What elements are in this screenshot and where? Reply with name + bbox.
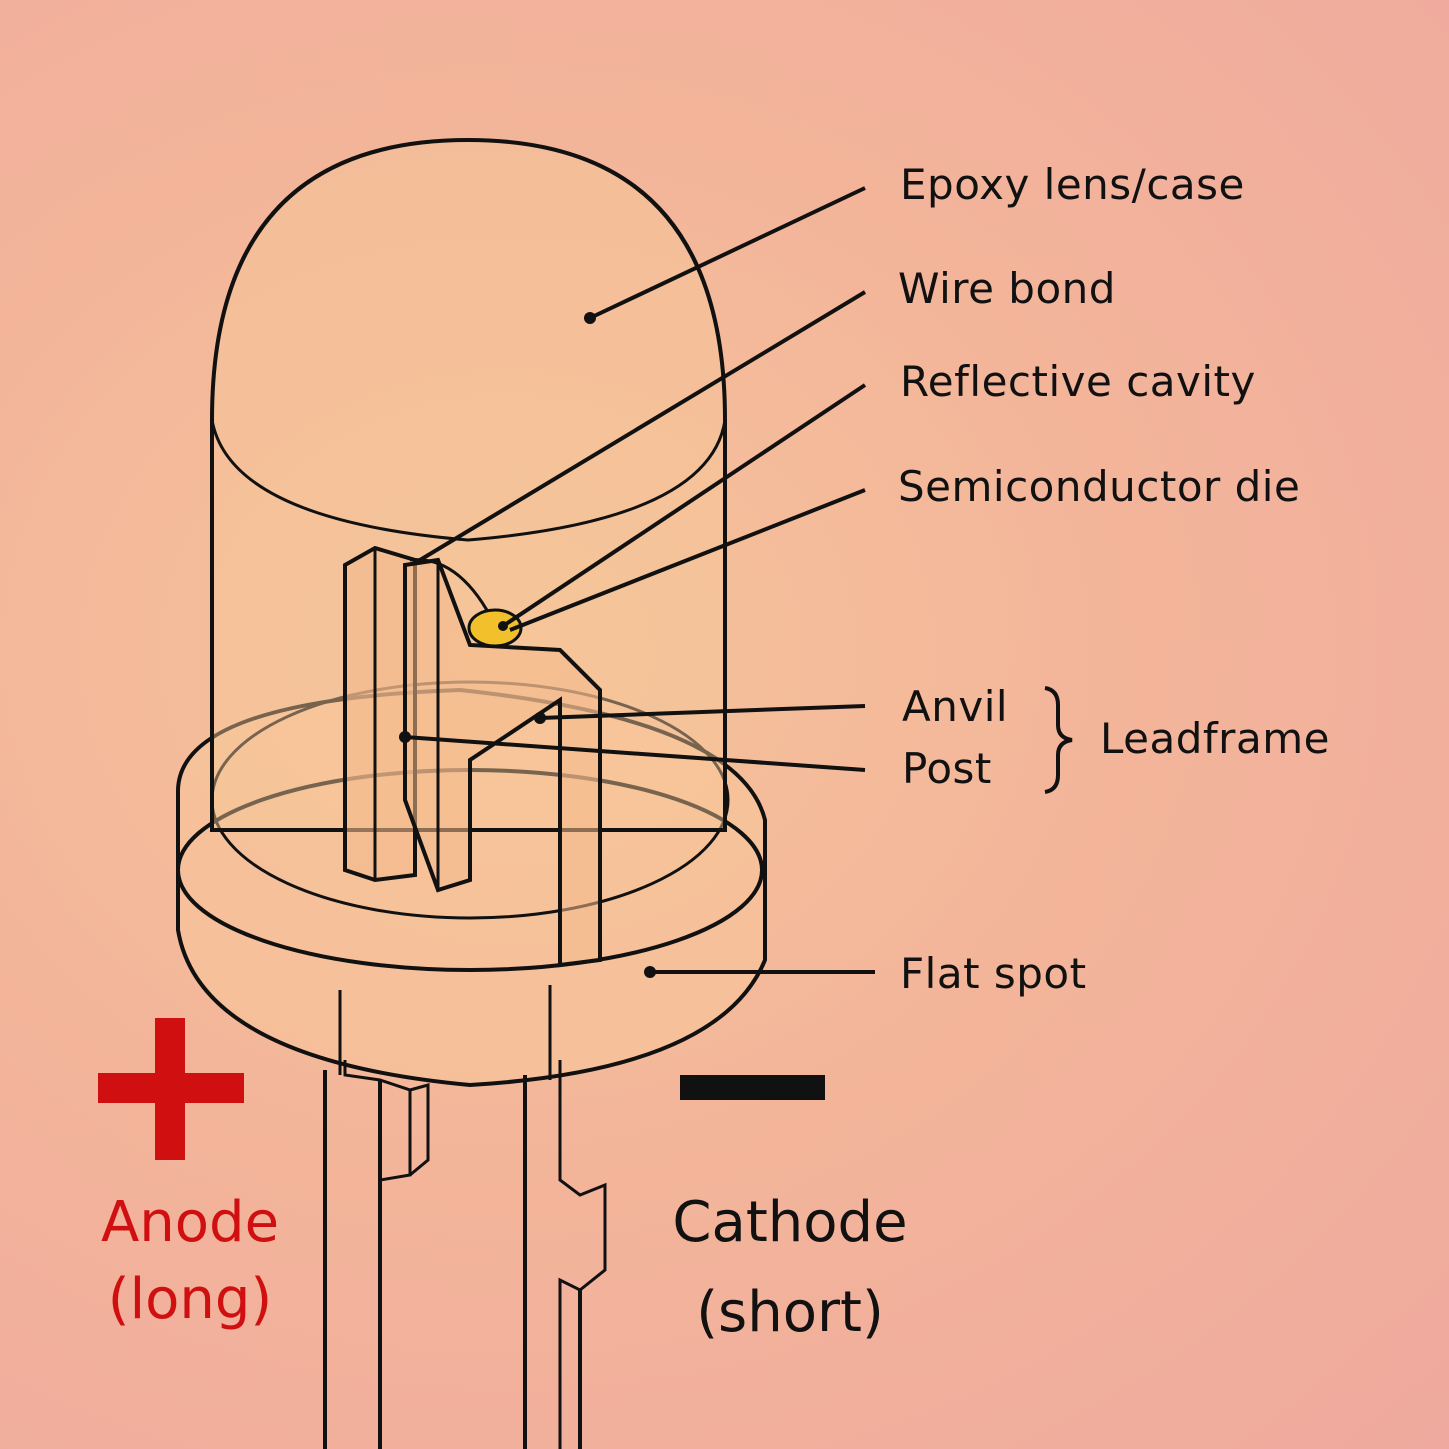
callout-lines: [404, 186, 875, 974]
label-flat-spot: Flat spot: [900, 949, 1087, 998]
label-anvil: Anvil: [902, 682, 1009, 731]
label-wire-bond: Wire bond: [898, 264, 1116, 313]
label-semiconductor-die: Semiconductor die: [898, 462, 1301, 511]
leader-dots: [399, 312, 656, 978]
label-leadframe: Leadframe: [1100, 714, 1330, 763]
label-anode: Anode: [100, 1190, 280, 1255]
leads: [323, 985, 607, 1449]
leader-post: [404, 735, 866, 772]
minus-symbol: [680, 1075, 825, 1100]
leader-wire-bond: [418, 290, 867, 562]
label-anode-long: (long): [107, 1267, 273, 1332]
label-cathode-short: (short): [696, 1280, 884, 1345]
plus-symbol: [98, 1018, 244, 1160]
leadframe-brace: [1044, 686, 1073, 794]
leader-semiconductor-die: [509, 488, 866, 632]
label-reflective-cavity: Reflective cavity: [900, 357, 1256, 406]
label-post: Post: [902, 744, 992, 793]
leadframe: [343, 545, 602, 968]
leader-anvil: [539, 704, 866, 720]
leader-reflective-cavity: [498, 383, 867, 630]
epoxy-lens: [210, 137, 727, 832]
base-flange: [176, 680, 767, 1088]
label-epoxy-lens: Epoxy lens/case: [900, 160, 1245, 209]
label-cathode: Cathode: [672, 1190, 908, 1255]
leader-epoxy: [589, 186, 866, 320]
